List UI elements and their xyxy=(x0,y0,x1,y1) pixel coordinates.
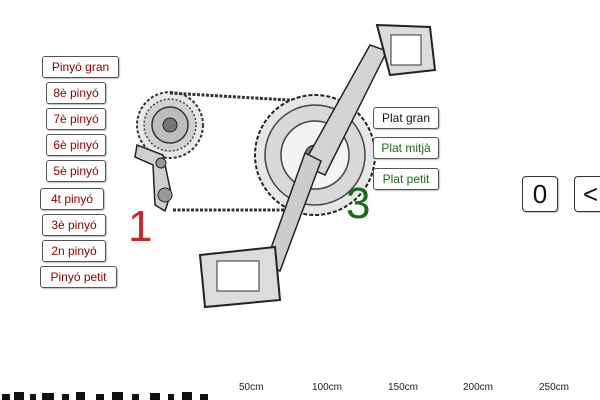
selected-chainring-number: 3 xyxy=(346,179,371,228)
sprocket-button-small[interactable]: Pinyó petit xyxy=(40,266,117,288)
cutoff-heading-fragment xyxy=(0,384,240,400)
scale-tick-50: 50cm xyxy=(239,382,264,393)
chainring-button-large[interactable]: Plat gran xyxy=(373,107,439,129)
chainring-button-small[interactable]: Plat petit xyxy=(373,168,439,190)
pedal-top-image xyxy=(375,23,437,77)
sprocket-button-4[interactable]: 4t pinyó xyxy=(40,188,104,210)
sprocket-button-8[interactable]: 8è pinyó xyxy=(46,82,106,104)
sprocket-button-large[interactable]: Pinyó gran xyxy=(42,56,119,78)
scale-tick-250: 250cm xyxy=(539,382,570,393)
distance-counter: 0 xyxy=(522,176,558,212)
sprocket-button-2[interactable]: 2n pinyó xyxy=(42,240,106,262)
sprocket-button-5[interactable]: 5è pinyó xyxy=(46,160,106,182)
sprocket-button-7[interactable]: 7è pinyó xyxy=(46,108,106,130)
chain-image xyxy=(169,91,316,212)
derailleur-image xyxy=(134,143,173,213)
sprocket-button-3[interactable]: 3è pinyó xyxy=(42,214,106,236)
back-button[interactable]: < xyxy=(574,176,600,212)
chainring-button-middle[interactable]: Plat mitjà xyxy=(373,137,439,159)
pedal-bottom-image xyxy=(198,245,282,309)
cassette-image xyxy=(136,91,204,159)
selected-sprocket-number: 1 xyxy=(128,202,153,251)
scale-tick-200: 200cm xyxy=(463,382,494,393)
cutoff-text-shape xyxy=(2,392,208,400)
sprocket-button-6[interactable]: 6è pinyó xyxy=(46,134,106,156)
drivetrain-illustration xyxy=(134,23,437,309)
scale-tick-150: 150cm xyxy=(388,382,419,393)
scale-tick-100: 100cm xyxy=(312,382,343,393)
